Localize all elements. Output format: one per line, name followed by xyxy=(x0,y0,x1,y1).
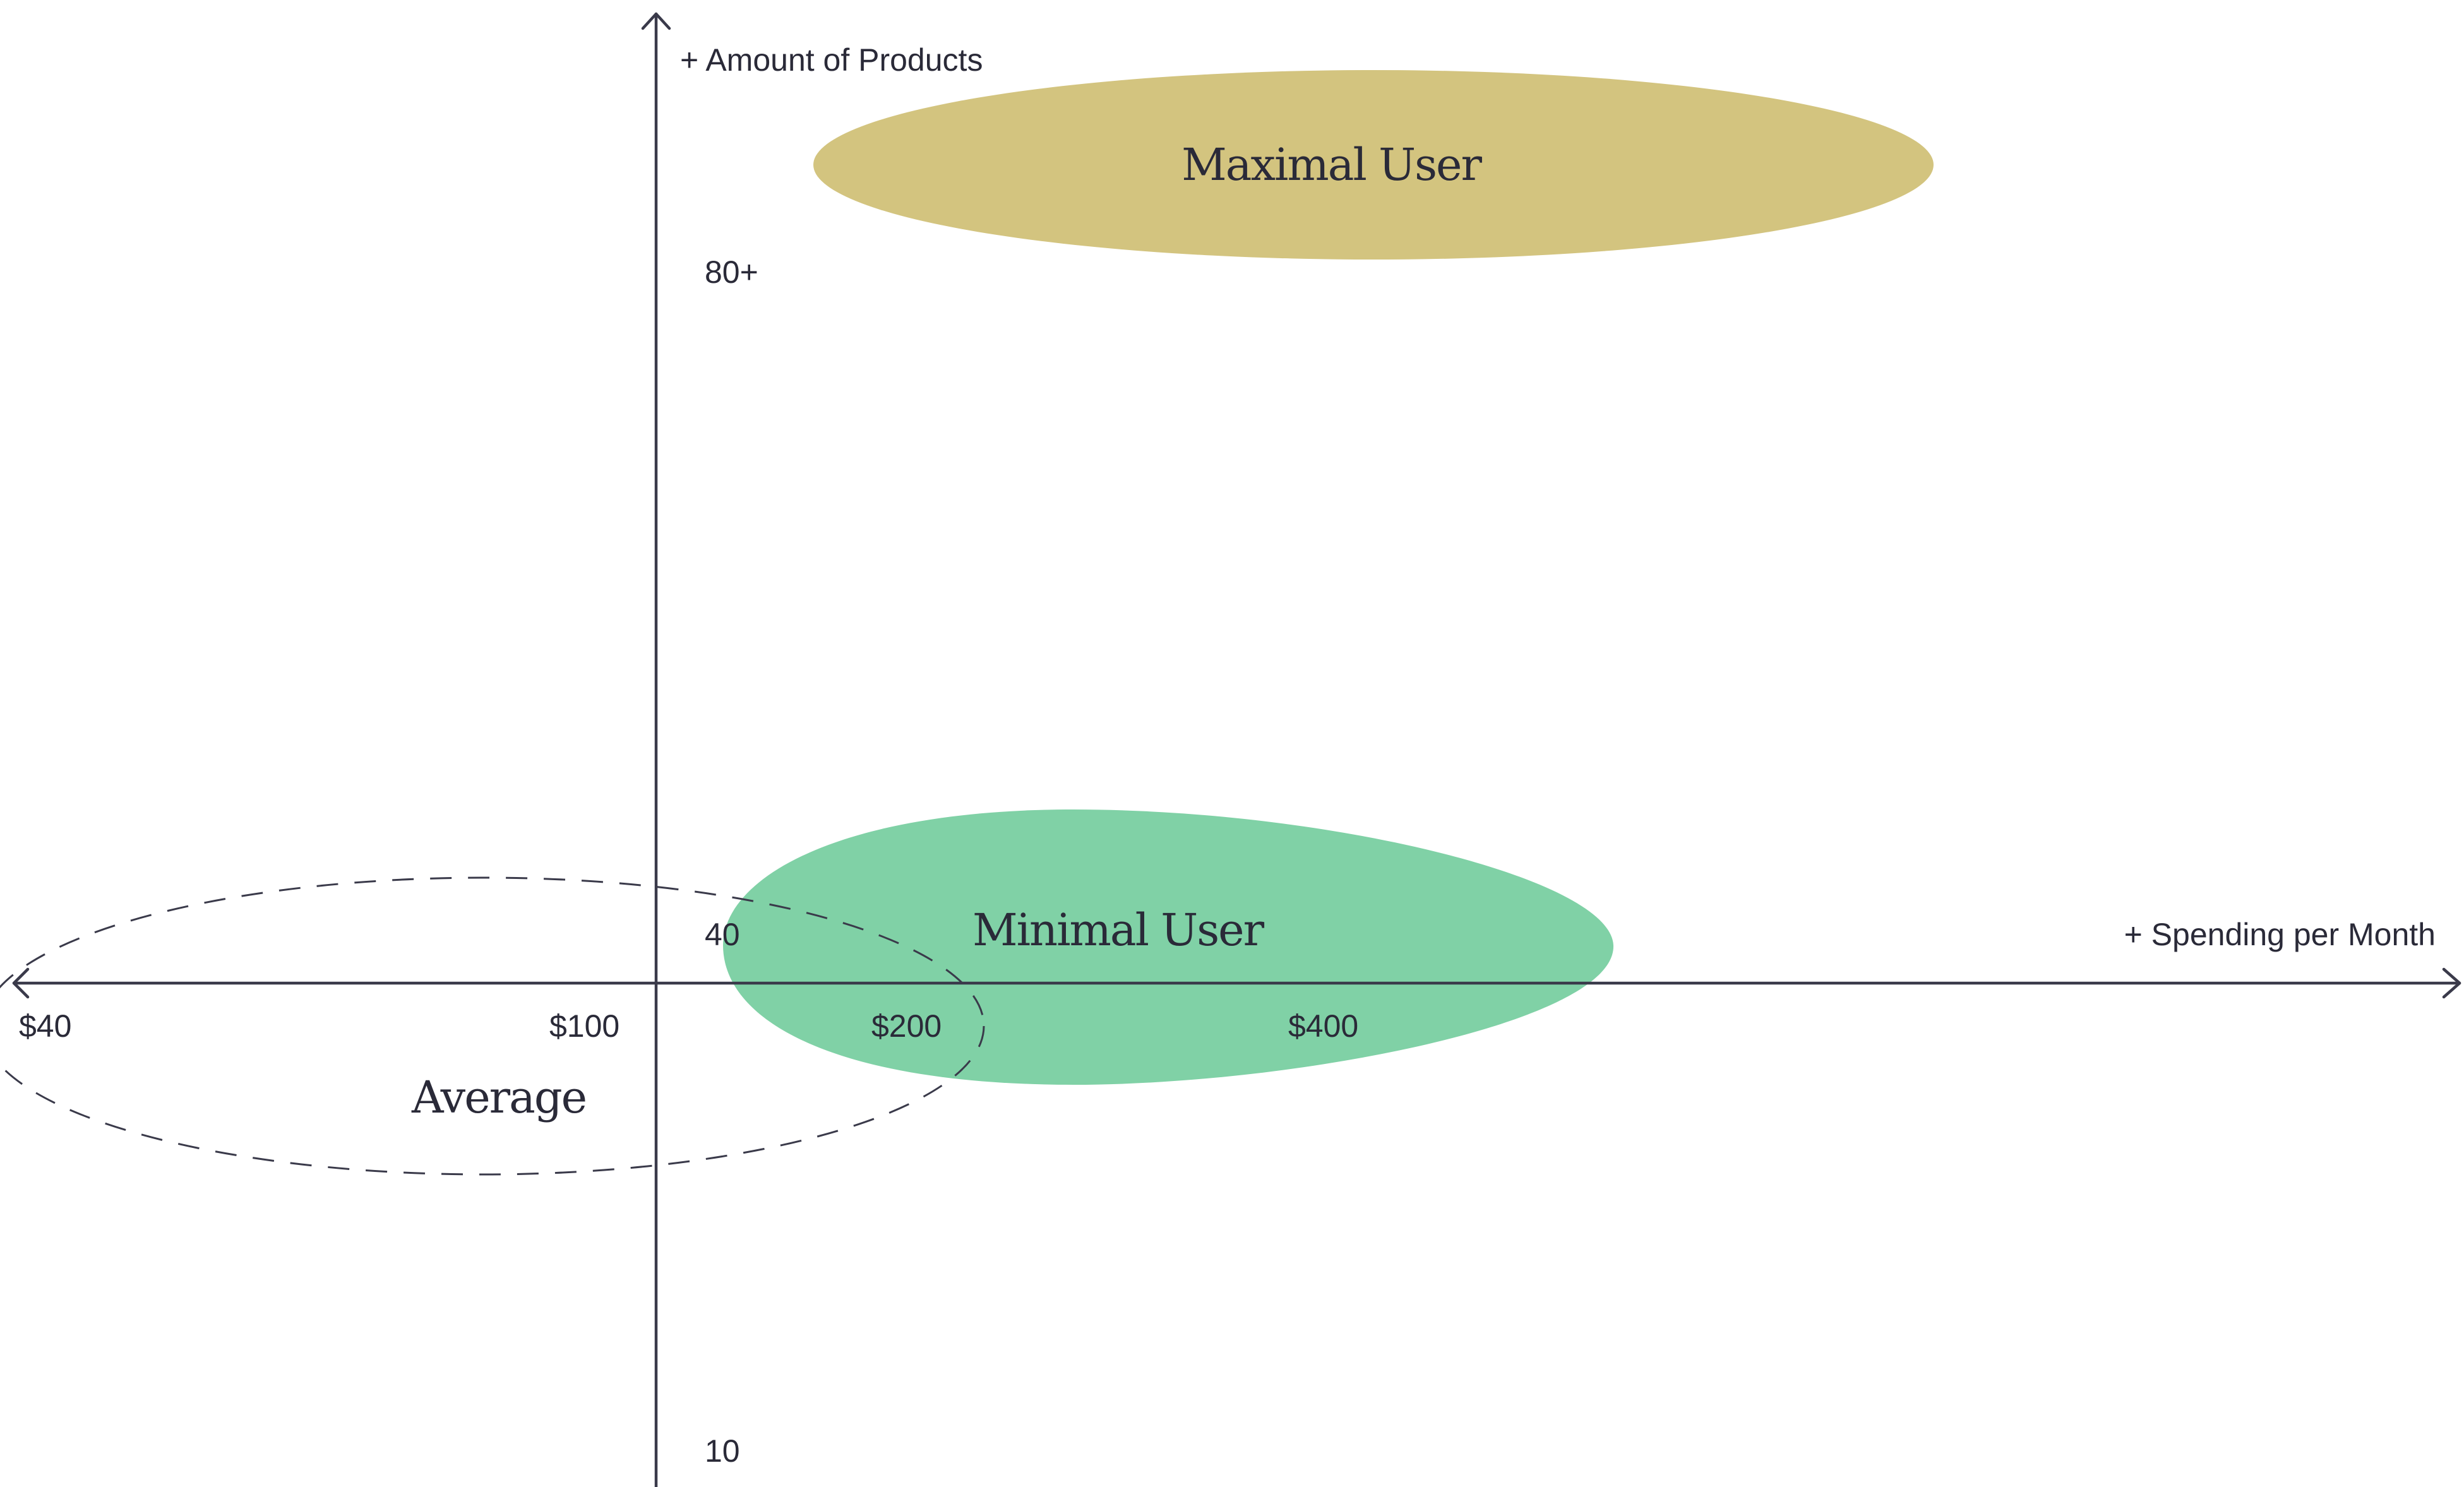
x-tick-label: $400 xyxy=(1288,1008,1358,1044)
y-axis-arrow-up xyxy=(641,12,671,30)
x-tick-label: $200 xyxy=(871,1008,942,1044)
minimal-user-label: Minimal User xyxy=(972,904,1265,956)
x-tick-label: $40 xyxy=(19,1008,71,1044)
y-tick-label: 80+ xyxy=(705,254,758,290)
minimal-user-zone xyxy=(723,809,1614,1085)
x-axis-label: + Spending per Month xyxy=(2124,917,2436,952)
x-axis-arrow-left xyxy=(12,967,30,999)
x-tick-label: $100 xyxy=(549,1008,619,1044)
average-label: Average xyxy=(411,1072,586,1123)
x-axis-arrow-right xyxy=(2442,967,2461,999)
maximal-user-label: Maximal User xyxy=(1181,139,1482,191)
average-zone xyxy=(0,876,985,1176)
y-axis-label: + Amount of Products xyxy=(680,42,983,78)
y-tick-label: 10 xyxy=(705,1433,740,1469)
maximal-user-zone xyxy=(813,70,1934,260)
y-tick-label: 40 xyxy=(705,917,740,952)
